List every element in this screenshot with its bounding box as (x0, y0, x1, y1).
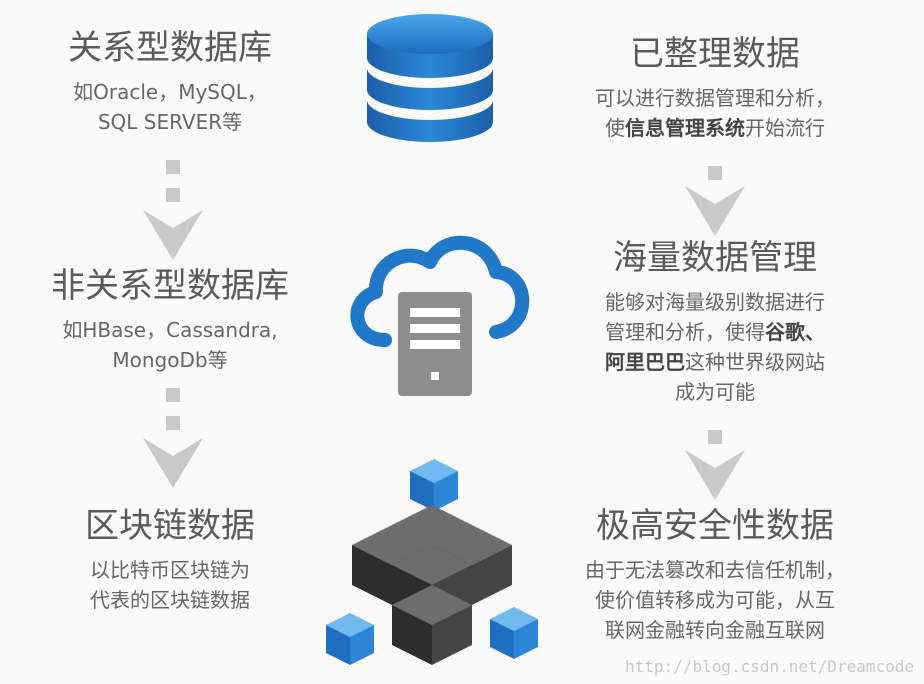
blue-cube-top (410, 459, 458, 511)
organized-data-line2: 使信息管理系统开始流行 (605, 116, 825, 141)
blockchain-data-line2: 代表的区块链数据 (90, 588, 250, 613)
organized-data-desc: 可以进行数据管理和分析， 使信息管理系统开始流行 (560, 83, 870, 143)
relational-db-block: 关系型数据库 如Oracle，MySQL， SQL SERVER等 (20, 28, 320, 137)
relational-db-desc: 如Oracle，MySQL， SQL SERVER等 (20, 77, 320, 137)
massive-data-desc: 能够对海量级别数据进行 管理和分析，使得谷歌、 阿里巴巴这种世界级网站 成为可能 (555, 287, 875, 407)
watermark: http://blog.csdn.net/Dreamcode (625, 657, 914, 676)
cloud-server-icon (350, 235, 530, 396)
massive-data-line2: 管理和分析，使得谷歌、 (605, 320, 825, 345)
secure-data-desc: 由于无法篡改和去信任机制， 使价值转移成为可能，从互 联网金融转向金融互联网 (550, 555, 880, 645)
organized-data-line1: 可以进行数据管理和分析， (595, 86, 835, 111)
blockchain-data-title: 区块链数据 (85, 506, 255, 546)
massive-data-title: 海量数据管理 (613, 238, 817, 278)
arrow-down-right-1 (685, 166, 745, 236)
secure-data-line3: 联网金融转向金融互联网 (605, 618, 825, 643)
blockchain-data-line1: 以比特币区块链为 (90, 558, 250, 583)
massive-data-line4: 成为可能 (675, 380, 755, 405)
blockchain-cubes-icon (326, 459, 538, 665)
organized-data-title: 已整理数据 (630, 34, 800, 74)
secure-data-title: 极高安全性数据 (596, 506, 834, 546)
blockchain-data-block: 区块链数据 以比特币区块链为 代表的区块链数据 (20, 506, 320, 615)
secure-data-block: 极高安全性数据 由于无法篡改和去信任机制， 使价值转移成为可能，从互 联网金融转… (550, 506, 880, 645)
massive-data-line3: 阿里巴巴这种世界级网站 (605, 350, 825, 375)
blue-cube-right (490, 607, 538, 659)
dark-cube-bottom (392, 585, 472, 665)
organized-data-block: 已整理数据 可以进行数据管理和分析， 使信息管理系统开始流行 (560, 34, 870, 143)
massive-data-block: 海量数据管理 能够对海量级别数据进行 管理和分析，使得谷歌、 阿里巴巴这种世界级… (555, 238, 875, 407)
blockchain-data-desc: 以比特币区块链为 代表的区块链数据 (20, 555, 320, 615)
nonrelational-db-line2: MongoDb等 (112, 348, 228, 373)
nonrelational-db-line1: 如HBase，Cassandra, (62, 318, 278, 343)
relational-db-line1: 如Oracle，MySQL， (73, 80, 267, 105)
nonrelational-db-desc: 如HBase，Cassandra, MongoDb等 (10, 315, 330, 375)
arrow-down-right-2 (685, 430, 745, 500)
nonrelational-db-block: 非关系型数据库 如HBase，Cassandra, MongoDb等 (10, 266, 330, 375)
arrow-down-left-2 (143, 388, 203, 498)
relational-db-line2: SQL SERVER等 (97, 110, 243, 135)
massive-data-line1: 能够对海量级别数据进行 (605, 290, 825, 315)
blue-cube-left (326, 613, 374, 665)
nonrelational-db-title: 非关系型数据库 (51, 266, 289, 306)
arrow-down-left-1 (143, 160, 203, 270)
database-icon (367, 14, 493, 142)
secure-data-line2: 使价值转移成为可能，从互 (595, 588, 835, 613)
relational-db-title: 关系型数据库 (68, 28, 272, 68)
secure-data-line1: 由于无法篡改和去信任机制， (585, 558, 845, 583)
